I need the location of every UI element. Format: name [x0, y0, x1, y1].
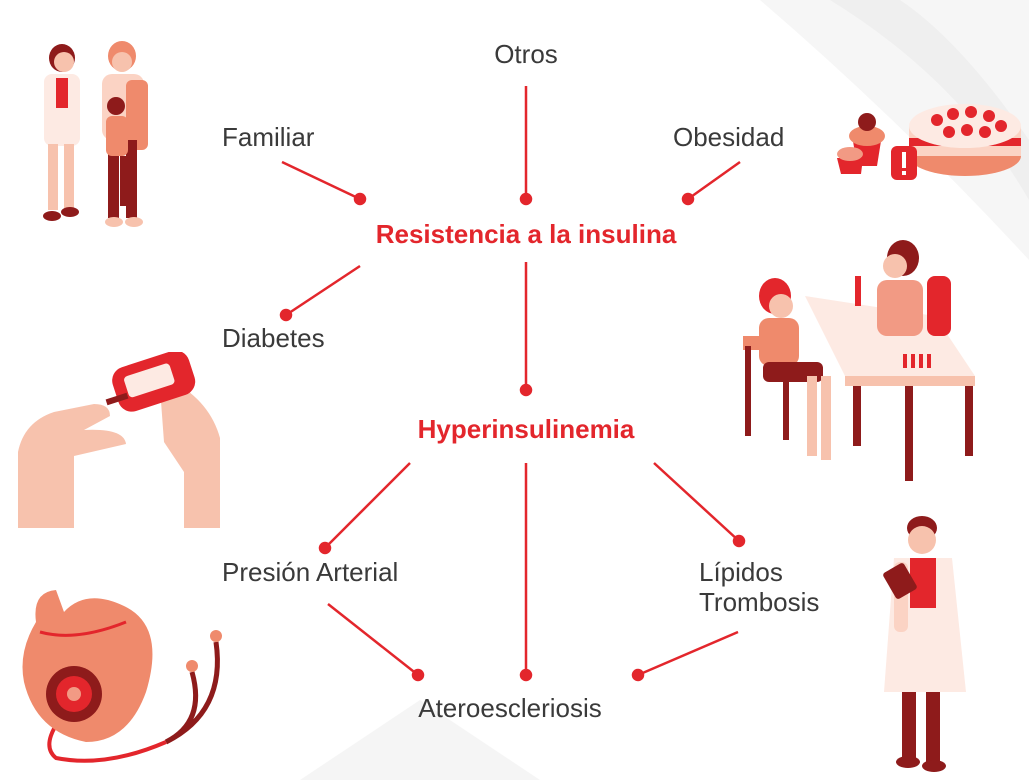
edge-dot	[519, 383, 533, 397]
edge-dot	[279, 308, 293, 322]
heart-stethoscope-illustration	[22, 590, 222, 763]
edge-familiar	[281, 160, 361, 201]
edge-lipidos	[653, 462, 740, 542]
node-lipidos-trombosis: Lípidos Trombosis	[699, 557, 820, 618]
hub-hyperinsulinemia: Hyperinsulinemia	[417, 414, 635, 444]
hub-resistencia-insulina: Resistencia a la insulina	[375, 219, 677, 249]
node-lipidos-line1: Lípidos	[699, 557, 783, 587]
edge-diabetes	[285, 264, 361, 317]
node-ateroescleriosis: Ateroescleriosis	[418, 693, 602, 723]
edge-dot	[631, 668, 645, 682]
edge-presion	[324, 462, 411, 549]
edge-obesidad	[687, 160, 741, 201]
node-lipidos-line2: Trombosis	[699, 586, 820, 617]
cake-illustration	[837, 104, 1021, 180]
blood-test-illustration	[743, 240, 975, 481]
node-familiar: Familiar	[222, 122, 315, 152]
family-doctor-illustration	[43, 41, 148, 227]
edge-lipidos-atero	[637, 630, 739, 677]
edge-dot	[519, 192, 533, 206]
edge-dot	[318, 541, 332, 555]
edge-dot	[519, 668, 533, 682]
edge-dot	[411, 668, 425, 682]
node-diabetes: Diabetes	[222, 323, 325, 353]
glucometer-illustration	[18, 352, 220, 528]
edge-dot	[681, 192, 695, 206]
node-presion-arterial: Presión Arterial	[222, 557, 399, 587]
edge-dot	[353, 192, 367, 206]
node-otros: Otros	[494, 39, 558, 69]
node-obesidad: Obesidad	[673, 122, 785, 152]
doctor-illustration	[883, 516, 966, 772]
edge-presion-atero	[327, 603, 419, 676]
edge-dot	[732, 534, 746, 548]
